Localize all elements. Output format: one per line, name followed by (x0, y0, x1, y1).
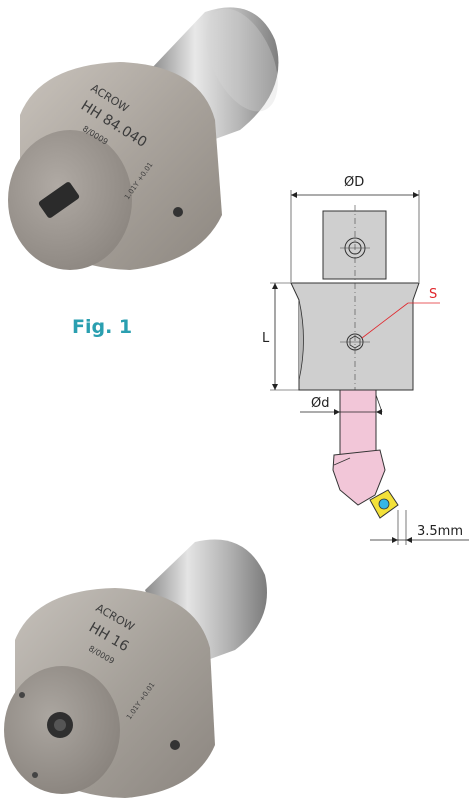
shank (322, 210, 387, 280)
offset-label: 3.5mm (417, 524, 464, 539)
tool-holder-photo-bottom: ACROW HH 16 8/0009 1.01Y +0.01 (4, 539, 267, 798)
boring-bar (339, 389, 377, 456)
tool-holder-photo-top: ACROW HH 84.040 8/0009 1.01Y +0.01 (8, 7, 279, 270)
tool-holder-diagram (270, 190, 469, 545)
od-label: ØD (344, 175, 365, 190)
screw-label: S (429, 287, 438, 302)
figure-label: Fig. 1 (72, 316, 133, 338)
inner-diameter-label: Ød (311, 396, 330, 411)
length-label: L (262, 331, 270, 346)
